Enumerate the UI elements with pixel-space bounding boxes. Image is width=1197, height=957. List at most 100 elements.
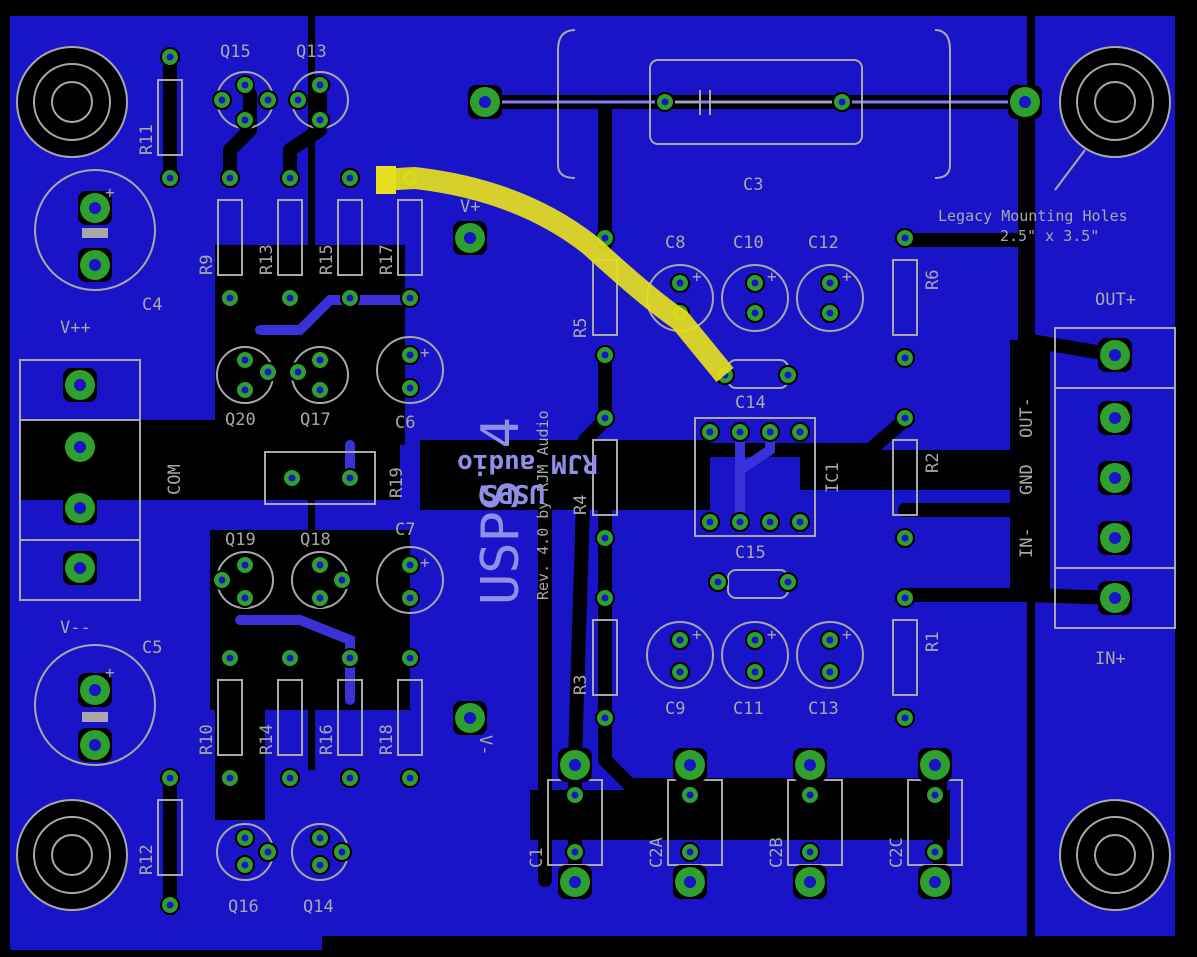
pad-drill bbox=[479, 96, 491, 108]
pad-drill bbox=[346, 774, 354, 782]
pad-drill bbox=[89, 202, 101, 214]
pad-drill bbox=[784, 578, 792, 586]
label-c2b: C2B bbox=[767, 837, 787, 868]
label-c9: C9 bbox=[665, 699, 685, 719]
mirrored-text-usps: USPS bbox=[482, 478, 545, 508]
pad-drill bbox=[406, 351, 414, 359]
pad-drill bbox=[316, 861, 324, 869]
pad-drill bbox=[89, 259, 101, 271]
pad-drill bbox=[1019, 96, 1031, 108]
label-r19: R19 bbox=[387, 467, 407, 498]
label-c13: C13 bbox=[808, 699, 839, 719]
label-c12: C12 bbox=[808, 233, 839, 253]
pad-drill bbox=[569, 876, 581, 888]
pad-drill bbox=[218, 96, 226, 104]
label-c2c: C2C bbox=[887, 837, 907, 868]
pad-drill bbox=[826, 279, 834, 287]
svg-text:+: + bbox=[842, 267, 852, 286]
pad-drill bbox=[826, 309, 834, 317]
mounting-holes bbox=[16, 46, 1171, 911]
pad-drill bbox=[74, 562, 86, 574]
label-r5: R5 bbox=[571, 318, 591, 338]
pad-drill bbox=[1109, 349, 1121, 361]
label-vmm: V-- bbox=[60, 618, 91, 638]
pad-drill bbox=[676, 668, 684, 676]
label-c15: C15 bbox=[735, 543, 766, 563]
label-c14: C14 bbox=[735, 393, 766, 413]
pad-drill bbox=[406, 294, 414, 302]
label-c3: C3 bbox=[743, 175, 763, 195]
label-r10: R10 bbox=[197, 724, 217, 755]
pad-drill bbox=[1109, 532, 1121, 544]
pad-drill bbox=[74, 441, 86, 453]
label-c11: C11 bbox=[733, 699, 764, 719]
pad-drill bbox=[241, 561, 249, 569]
pad-drill bbox=[826, 668, 834, 676]
pad-drill bbox=[806, 791, 814, 799]
pad-drill bbox=[751, 279, 759, 287]
pad-drill bbox=[406, 561, 414, 569]
pad-drill bbox=[686, 791, 694, 799]
pad-drill bbox=[766, 518, 774, 526]
pad-drill bbox=[929, 876, 941, 888]
label-q15: Q15 bbox=[220, 42, 251, 62]
label-vpp: V++ bbox=[60, 318, 91, 338]
pad-drill bbox=[684, 876, 696, 888]
label-c8: C8 bbox=[665, 233, 685, 253]
pad-drill bbox=[286, 174, 294, 182]
pad-drill bbox=[226, 654, 234, 662]
label-q18: Q18 bbox=[300, 530, 331, 550]
svg-text:+: + bbox=[105, 663, 115, 682]
label-c1: C1 bbox=[527, 848, 547, 868]
pad-drill bbox=[166, 901, 174, 909]
pad-drill bbox=[218, 576, 226, 584]
pad-drill bbox=[226, 174, 234, 182]
pad-drill bbox=[406, 774, 414, 782]
pad-drill bbox=[74, 379, 86, 391]
svg-text:+: + bbox=[842, 625, 852, 644]
pad-drill bbox=[316, 116, 324, 124]
pad-drill bbox=[784, 371, 792, 379]
pad-drill bbox=[901, 534, 909, 542]
pad-drill bbox=[806, 848, 814, 856]
revision-text: Rev. 4.0 by RJM Audio bbox=[534, 410, 552, 600]
pad-drill bbox=[601, 351, 609, 359]
pad-drill bbox=[264, 96, 272, 104]
pad-drill bbox=[406, 654, 414, 662]
label-r14: R14 bbox=[257, 724, 277, 755]
pad-drill bbox=[571, 791, 579, 799]
pad-drill bbox=[901, 354, 909, 362]
label-ic1: IC1 bbox=[823, 462, 843, 493]
pad-drill bbox=[316, 356, 324, 364]
label-c5: C5 bbox=[142, 638, 162, 658]
svg-text:+: + bbox=[105, 183, 115, 202]
pad-drill bbox=[804, 876, 816, 888]
label-c10: C10 bbox=[733, 233, 764, 253]
label-q16: Q16 bbox=[228, 897, 259, 917]
pad-drill bbox=[241, 594, 249, 602]
pad-drill bbox=[676, 279, 684, 287]
pad-drill bbox=[601, 234, 609, 242]
pad-drill bbox=[736, 428, 744, 436]
pad-drill bbox=[241, 386, 249, 394]
label-r17: R17 bbox=[377, 244, 397, 275]
pad-drill bbox=[89, 684, 101, 696]
pad-drill bbox=[901, 414, 909, 422]
label-vplus: V+ bbox=[460, 197, 480, 217]
label-r11: R11 bbox=[137, 124, 157, 155]
label-r13: R13 bbox=[257, 244, 277, 275]
pad-drill bbox=[826, 636, 834, 644]
label-com: COM bbox=[165, 464, 185, 495]
pad-drill bbox=[294, 96, 302, 104]
pad-drill bbox=[1109, 412, 1121, 424]
pad-drill bbox=[796, 428, 804, 436]
pad-drill bbox=[804, 759, 816, 771]
pad-drill bbox=[406, 384, 414, 392]
pad-drill bbox=[569, 759, 581, 771]
pad-drill bbox=[684, 759, 696, 771]
board-title: USPS 4 bbox=[471, 417, 531, 605]
svg-text:+: + bbox=[692, 625, 702, 644]
label-r2: R2 bbox=[923, 453, 943, 473]
label-q19: Q19 bbox=[225, 530, 256, 550]
